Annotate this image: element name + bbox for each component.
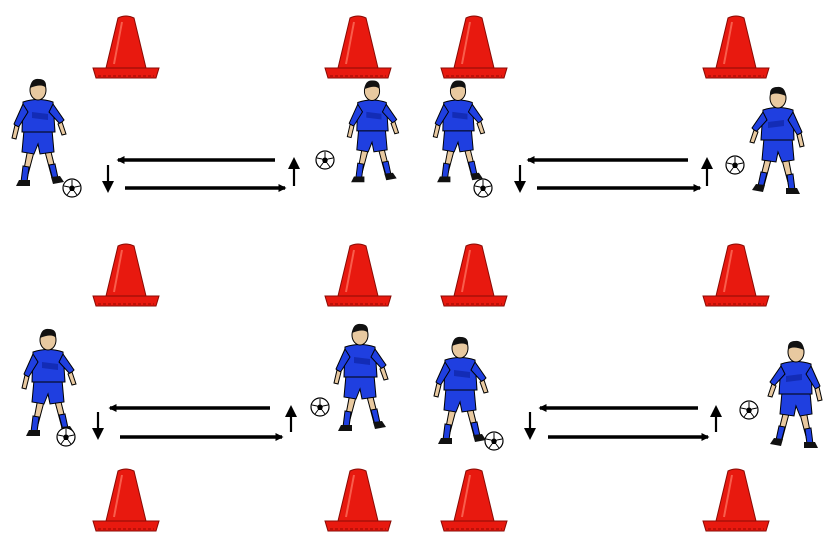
- soccer-ball-icon: [310, 397, 330, 417]
- cone-icon: [92, 468, 160, 532]
- soccer-ball-icon: [315, 150, 335, 170]
- player-icon: [11, 78, 67, 186]
- cone-icon: [702, 15, 770, 79]
- players: [11, 78, 823, 448]
- cone-icon: [324, 243, 392, 307]
- cone-icon: [324, 15, 392, 79]
- cone-icon: [440, 15, 508, 79]
- player-icon: [749, 86, 805, 194]
- balls: [56, 150, 759, 451]
- player-icon: [767, 340, 823, 448]
- cone-icon: [440, 468, 508, 532]
- soccer-ball-icon: [739, 400, 759, 420]
- player-icon: [432, 80, 486, 183]
- soccer-ball-icon: [473, 178, 493, 198]
- player-icon: [333, 323, 389, 431]
- cone-icon: [440, 243, 508, 307]
- cone-icon: [324, 468, 392, 532]
- soccer-ball-icon: [725, 155, 745, 175]
- player-icon: [433, 336, 489, 444]
- player-icon: [346, 80, 400, 183]
- cone-icon: [702, 468, 770, 532]
- soccer-ball-icon: [62, 178, 82, 198]
- soccer-ball-icon: [56, 427, 76, 447]
- cones: [92, 15, 770, 532]
- pass-arrows: [92, 156, 722, 441]
- soccer-ball-icon: [484, 431, 504, 451]
- cone-icon: [92, 243, 160, 307]
- cone-icon: [92, 15, 160, 79]
- cone-icon: [702, 243, 770, 307]
- player-icon: [21, 328, 77, 436]
